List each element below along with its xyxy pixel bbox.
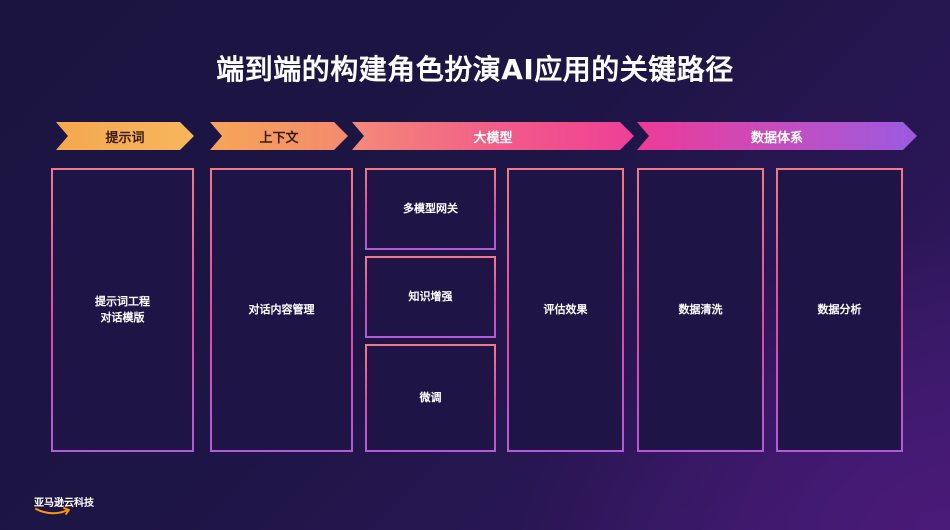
stage-data-chevron: 数据体系: [637, 122, 917, 150]
company-logo-text: 亚马逊云科技: [34, 498, 94, 509]
stage-model-chevron: 大模型: [352, 122, 634, 150]
knowledge-enhancement-box: 知识增强: [365, 256, 496, 338]
data-cleaning-label: 数据清洗: [678, 303, 723, 316]
smile-arrow-icon: [35, 507, 70, 515]
fine-tuning-box: 微调: [365, 344, 496, 452]
prompt-engineering-label: 提示词工程: [95, 295, 150, 308]
evaluation-label: 评估效果: [543, 303, 588, 316]
prompt-engineering-box: 提示词工程 对话模版: [51, 168, 194, 452]
model-gateway-box: 多模型网关: [365, 168, 496, 250]
dialog-template-label: 对话模版: [100, 311, 145, 324]
context-management-label: 对话内容管理: [248, 303, 315, 316]
stage-prompt-chevron: 提示词: [56, 122, 194, 150]
stage-context-chevron: 上下文: [210, 122, 348, 150]
evaluation-box: 评估效果: [507, 168, 624, 452]
fine-tuning-label: 微调: [419, 391, 442, 404]
knowledge-enhancement-label: 知识增强: [408, 290, 453, 303]
model-gateway-label: 多模型网关: [403, 202, 458, 215]
data-analysis-box: 数据分析: [776, 168, 903, 452]
context-management-box: 对话内容管理: [210, 168, 353, 452]
data-cleaning-box: 数据清洗: [637, 168, 764, 452]
page-title: 端到端的构建角色扮演AI应用的关键路径: [216, 53, 734, 86]
data-analysis-label: 数据分析: [817, 303, 862, 316]
